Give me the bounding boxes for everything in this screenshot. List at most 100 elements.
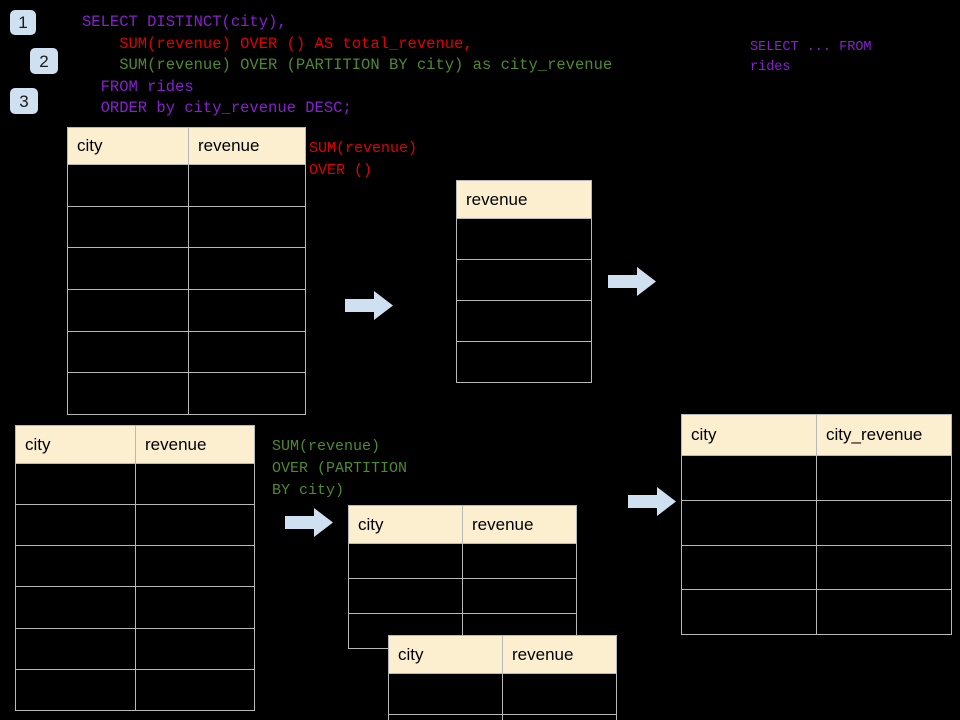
sql-query-block: SELECT DISTINCT(city), SUM(revenue) OVER… bbox=[82, 12, 612, 120]
table-row bbox=[681, 499, 952, 546]
table-cell bbox=[816, 499, 952, 546]
table-cell bbox=[348, 578, 463, 614]
table-cell bbox=[502, 714, 617, 720]
table-row bbox=[15, 627, 255, 670]
table-row bbox=[67, 288, 306, 332]
column-header-revenue: revenue bbox=[135, 425, 255, 464]
table-row bbox=[15, 586, 255, 629]
column-header-city: city bbox=[681, 414, 817, 456]
table-cell bbox=[15, 462, 136, 506]
table-total-revenue: revenue bbox=[456, 180, 592, 383]
column-header-revenue: revenue bbox=[456, 180, 592, 219]
table-cell bbox=[456, 218, 592, 260]
column-header-city: city bbox=[388, 635, 503, 674]
table-row bbox=[456, 259, 592, 301]
step-badge-3: 3 bbox=[10, 88, 38, 114]
table-row bbox=[681, 544, 952, 591]
table-row bbox=[388, 673, 617, 715]
table-cell bbox=[188, 372, 306, 415]
table-row bbox=[348, 543, 577, 579]
column-header-city: city bbox=[348, 505, 463, 544]
step-badge-label: 2 bbox=[39, 51, 49, 71]
column-header-revenue: revenue bbox=[502, 635, 617, 674]
table-row bbox=[456, 341, 592, 383]
table-cell bbox=[15, 586, 136, 629]
table-cell bbox=[681, 589, 817, 635]
annotation-select-from-rides: SELECT ... FROM rides bbox=[750, 40, 872, 75]
step-badge-label: 1 bbox=[18, 13, 28, 32]
table-cell bbox=[388, 714, 503, 720]
table-row bbox=[681, 589, 952, 635]
column-header-revenue: revenue bbox=[188, 127, 306, 165]
step-badge-label: 3 bbox=[19, 91, 29, 111]
table-cell bbox=[188, 164, 306, 207]
table-cell bbox=[816, 455, 952, 501]
table-row bbox=[15, 545, 255, 588]
arrow-source-to-total-icon bbox=[345, 291, 393, 320]
table-cell bbox=[348, 543, 463, 579]
table-cell bbox=[681, 499, 817, 546]
table-cell bbox=[456, 259, 592, 301]
arrow-partition-to-result-icon bbox=[628, 487, 676, 516]
sql-line-1: SELECT DISTINCT(city), bbox=[82, 13, 287, 31]
sql-line-3: SUM(revenue) OVER (PARTITION BY city) as… bbox=[82, 56, 613, 74]
table-cell bbox=[188, 288, 306, 332]
table-row bbox=[348, 578, 577, 614]
table-cell bbox=[135, 545, 255, 588]
table-cell bbox=[67, 372, 189, 415]
column-header-city_revenue: city_revenue bbox=[816, 414, 952, 456]
table-cell bbox=[67, 288, 189, 332]
table-cell bbox=[135, 462, 255, 506]
table-cell bbox=[188, 330, 306, 374]
table-row bbox=[15, 462, 255, 506]
column-header-city: city bbox=[67, 127, 189, 165]
sql-line-5: ORDER by city_revenue DESC; bbox=[82, 99, 352, 117]
table-row bbox=[67, 205, 306, 249]
table-cell bbox=[67, 164, 189, 207]
table-row bbox=[67, 330, 306, 374]
arrow-source-to-partition-icon bbox=[285, 508, 333, 537]
table-row bbox=[681, 455, 952, 501]
table-row bbox=[15, 504, 255, 547]
table-cell bbox=[188, 247, 306, 290]
table-cell bbox=[135, 586, 255, 629]
table-cell bbox=[15, 668, 136, 711]
table-cell bbox=[456, 341, 592, 383]
table-row bbox=[456, 300, 592, 342]
table-cell bbox=[135, 627, 255, 670]
sql-line-4: FROM rides bbox=[82, 77, 194, 96]
table-cell bbox=[135, 504, 255, 547]
table-cell bbox=[462, 578, 577, 614]
table-cell bbox=[816, 589, 952, 635]
table-cell bbox=[135, 668, 255, 711]
table-row bbox=[15, 668, 255, 711]
table-cell bbox=[816, 544, 952, 591]
table-cell bbox=[681, 455, 817, 501]
table-row bbox=[388, 714, 617, 720]
table-cell bbox=[681, 544, 817, 591]
table-cell bbox=[15, 627, 136, 670]
sql-line-2: SUM(revenue) OVER () AS total_revenue, bbox=[82, 34, 473, 53]
table-cell bbox=[67, 205, 189, 249]
table-cell bbox=[188, 205, 306, 249]
annotation-sum-over-empty: SUM(revenue) OVER () bbox=[309, 140, 418, 179]
table-row bbox=[67, 164, 306, 207]
table-cell bbox=[67, 247, 189, 290]
column-header-city: city bbox=[15, 425, 136, 464]
step-badge-1: 1 bbox=[10, 10, 36, 35]
table-row bbox=[456, 218, 592, 260]
table-cell bbox=[15, 545, 136, 588]
column-header-revenue: revenue bbox=[462, 505, 577, 544]
table-cell bbox=[462, 543, 577, 579]
table-row bbox=[67, 372, 306, 415]
